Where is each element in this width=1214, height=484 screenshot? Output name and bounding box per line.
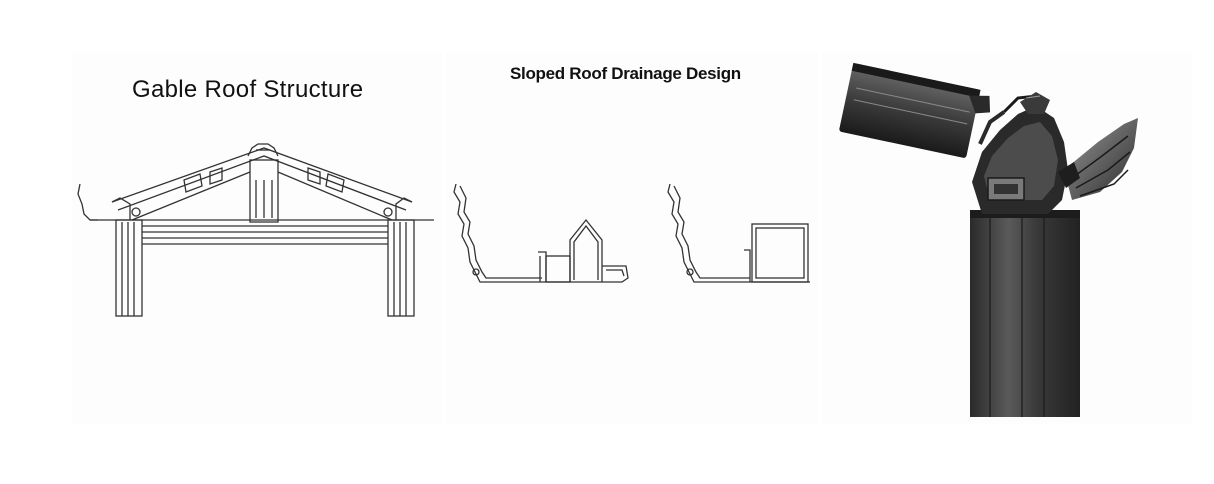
gutter-with-ridge-profile-icon bbox=[453, 183, 629, 283]
drainage-title: Sloped Roof Drainage Design bbox=[510, 64, 741, 83]
gable-roof-panel: Gable Roof Structure bbox=[72, 52, 442, 424]
profile-render-panel bbox=[822, 52, 1192, 424]
gutter-with-square-post-profile-icon bbox=[667, 183, 810, 283]
gable-roof-section-icon bbox=[77, 143, 434, 317]
drainage-drawings bbox=[453, 183, 810, 283]
gable-roof-title: Gable Roof Structure bbox=[132, 76, 364, 103]
aluminum-profile-3d-render-icon bbox=[839, 62, 1138, 417]
drainage-panel: Sloped Roof Drainage Design bbox=[446, 52, 818, 424]
